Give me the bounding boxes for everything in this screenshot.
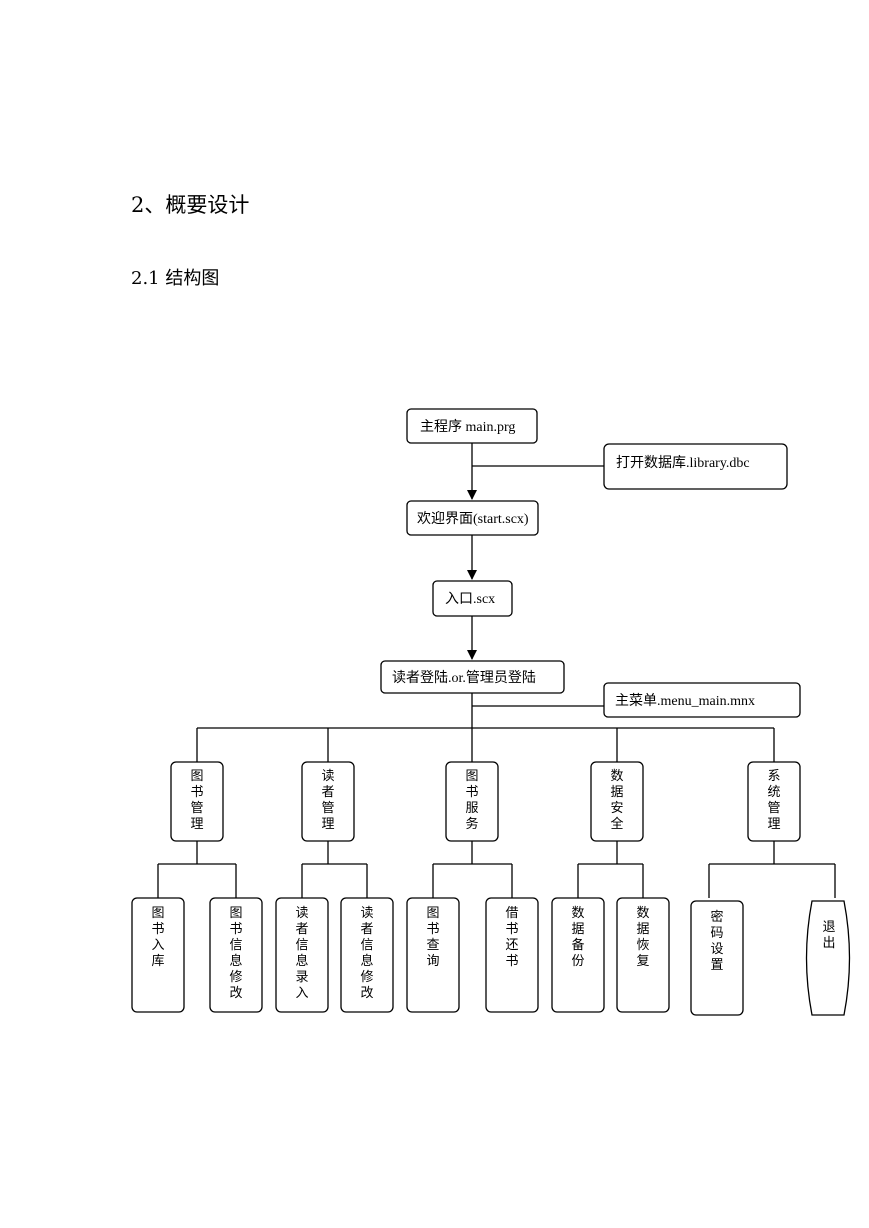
node-system-mgmt-label: 系统管理 [767, 769, 780, 832]
node-reader-info-entry: 读者信息录入 [275, 897, 329, 1013]
node-reader-mgmt-label: 读者管理 [321, 769, 334, 832]
node-data-restore-label: 数据恢复 [636, 906, 649, 969]
node-data-backup-label: 数据备份 [571, 906, 584, 969]
node-reader-info-edit-label: 读者信息修改 [360, 906, 373, 1001]
connectors-book-mgmt-children [157, 841, 237, 898]
node-login-label: 读者登陆.or.管理员登陆 [392, 669, 536, 686]
node-main-program: 主程序 main.prg [406, 408, 538, 444]
node-book-mgmt: 图书管理 [170, 761, 224, 842]
node-welcome-label: 欢迎界面(start.scx) [417, 511, 529, 527]
connectors-reader-mgmt-children [301, 841, 368, 898]
node-exit-label: 退出 [822, 920, 835, 951]
node-password-setting: 密码设置 [690, 900, 744, 1016]
node-welcome: 欢迎界面(start.scx) [406, 500, 539, 536]
node-main-menu: 主菜单.menu_main.mnx [603, 682, 801, 718]
node-borrow-return: 借书还书 [485, 897, 539, 1013]
node-borrow-return-label: 借书还书 [505, 906, 518, 969]
node-entry: 入口.scx [432, 580, 513, 617]
node-open-db-label: 打开数据库.library.dbc [616, 454, 750, 471]
node-data-backup: 数据备份 [551, 897, 605, 1013]
node-login: 读者登陆.or.管理员登陆 [380, 660, 565, 694]
node-book-query-label: 图书查询 [426, 906, 439, 969]
node-book-mgmt-label: 图书管理 [190, 769, 203, 832]
node-main-menu-label: 主菜单.menu_main.mnx [615, 693, 755, 709]
node-system-mgmt: 系统管理 [747, 761, 801, 842]
node-book-in: 图书入库 [131, 897, 185, 1013]
node-book-service-label: 图书服务 [465, 769, 478, 832]
subsection-heading: 2.1 结构图 [131, 268, 220, 289]
node-reader-mgmt: 读者管理 [301, 761, 355, 842]
node-data-security: 数据安全 [590, 761, 644, 842]
node-book-info-edit-label: 图书信息修改 [229, 906, 242, 1001]
node-password-setting-label: 密码设置 [710, 909, 723, 973]
connectors-system-mgmt-children [708, 841, 836, 898]
node-reader-info-entry-label: 读者信息录入 [295, 906, 308, 1001]
connectors-data-security-children [577, 841, 644, 898]
node-entry-label: 入口.scx [445, 592, 495, 607]
connectors-book-service-children [432, 841, 513, 898]
node-book-info-edit: 图书信息修改 [209, 897, 263, 1013]
node-book-service: 图书服务 [445, 761, 499, 842]
node-book-in-label: 图书入库 [151, 906, 164, 969]
node-data-restore: 数据恢复 [616, 897, 670, 1013]
node-main-program-label: 主程序 main.prg [420, 419, 515, 435]
node-data-security-label: 数据安全 [610, 769, 623, 832]
node-open-db: 打开数据库.library.dbc [603, 443, 788, 490]
node-reader-info-edit: 读者信息修改 [340, 897, 394, 1013]
node-exit: 退出 [805, 900, 851, 1016]
section-heading: 2、概要设计 [131, 193, 250, 217]
node-book-query: 图书查询 [406, 897, 460, 1013]
